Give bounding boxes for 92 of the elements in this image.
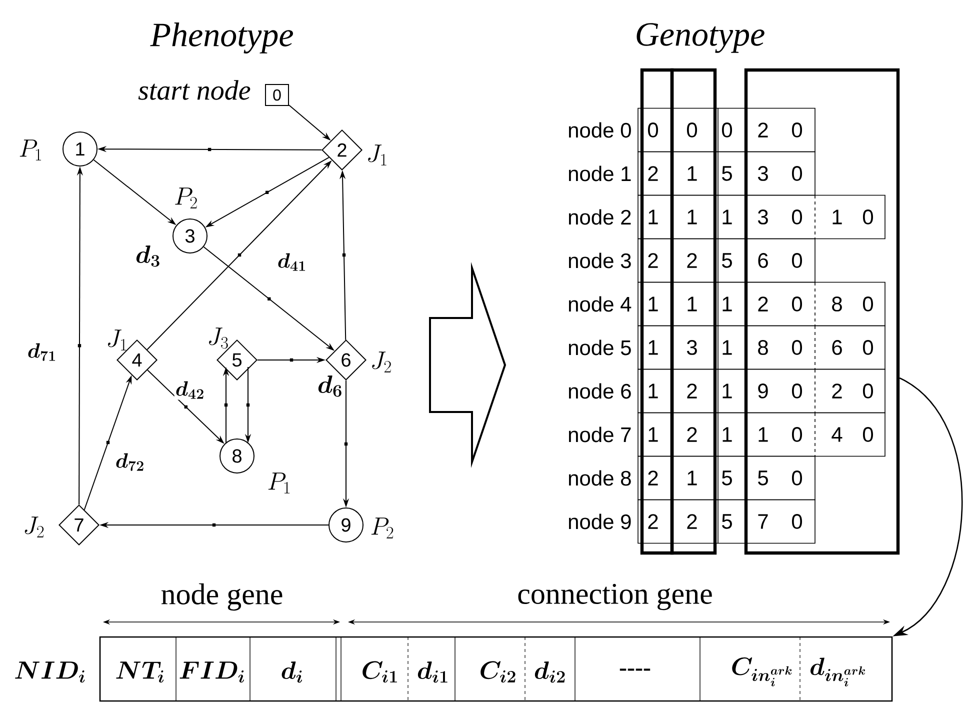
row-label: node 7 <box>568 426 631 442</box>
node-label: $P_2$ <box>175 188 197 208</box>
table-value: 2 <box>648 470 658 486</box>
table-value: 2 <box>832 384 842 398</box>
node-label: $\bm{FID_i}$ <box>180 662 244 683</box>
table-value: 2 <box>687 427 697 442</box>
table-value: 0 <box>792 122 802 138</box>
node-label: ---- <box>620 668 650 671</box>
table-value: 0 <box>792 470 802 486</box>
table-value: 1 <box>758 427 768 442</box>
node-label: $\bm{C_{i2}}$ <box>480 661 516 683</box>
table-value: 8 <box>758 340 768 355</box>
edge-label: $\bm{d_{42}}$ <box>174 380 206 400</box>
row-label: node 8 <box>568 470 631 486</box>
table-value: 1 <box>688 210 697 224</box>
table-value: 1 <box>648 340 658 355</box>
heading: Phenotype <box>150 22 294 54</box>
table-value: 0 <box>862 210 874 224</box>
column-frame <box>744 68 900 555</box>
node-label: $J_2$ <box>372 352 391 372</box>
table-value: 1 <box>648 296 658 312</box>
table-value: 1 <box>648 384 658 398</box>
table-value: 0 <box>792 166 802 181</box>
table-value: 1 <box>648 427 658 442</box>
table-value: 1 <box>648 210 658 224</box>
table-value: 2 <box>687 384 697 398</box>
node-label: $\bm{d_{i2}}$ <box>534 662 565 683</box>
node-label: $P_1$ <box>268 472 290 494</box>
table-value: 0 <box>792 253 802 268</box>
node-label: $J_1$ <box>368 144 386 166</box>
table-value: 4 <box>832 427 842 442</box>
table-value: 0 <box>862 427 874 442</box>
table-value: 1 <box>688 296 697 312</box>
table-value: 8 <box>832 296 842 312</box>
row-label: node 9 <box>568 514 631 530</box>
node-label: $J_2$ <box>24 516 44 538</box>
table-value: 0 <box>792 384 802 398</box>
start-node-box: 0 <box>265 84 289 106</box>
node-label: $J_1$ <box>108 330 126 350</box>
table-value: 2 <box>758 122 768 138</box>
edge-label: $\bm{d_{71}}$ <box>26 342 58 362</box>
table-value: 0 <box>792 210 802 224</box>
row-label: node 0 <box>568 122 631 138</box>
table-value: 6 <box>832 340 842 355</box>
table-value: 2 <box>648 166 658 181</box>
row-label: node 2 <box>568 209 631 225</box>
table-value: 3 <box>686 340 697 355</box>
row-label: node 6 <box>568 383 631 399</box>
table-value: 0 <box>862 296 874 312</box>
node-label: start node <box>138 80 250 100</box>
table-value: 0 <box>686 122 698 138</box>
node-label: $\bm{d_3}$ <box>136 246 160 267</box>
table-value: 6 <box>758 253 768 268</box>
table-value: 1 <box>688 470 697 486</box>
table-value: 3 <box>758 210 768 224</box>
table-value: 1 <box>832 210 842 224</box>
table-value: 3 <box>758 166 768 181</box>
table-value: 9 <box>758 384 768 398</box>
row-label: node 3 <box>568 252 631 268</box>
table-value: 0 <box>648 122 658 138</box>
table-value: 0 <box>792 296 802 312</box>
table-value: 7 <box>758 514 768 529</box>
node-label: $\bm{NID_i}$ <box>15 662 85 683</box>
table-value: 2 <box>687 514 697 529</box>
table-value: 0 <box>792 514 802 529</box>
table-value: 1 <box>688 166 697 181</box>
node-label: $\bm{d_{in_i^{ark}}}$ <box>810 658 865 686</box>
table-value: 0 <box>862 384 874 398</box>
dimension-label: connection gene <box>518 584 712 610</box>
node-label: $P_2$ <box>371 518 394 538</box>
table-value: 5 <box>758 470 768 486</box>
heading: Genotype <box>636 23 764 53</box>
row-label: node 5 <box>568 340 631 356</box>
table-value: 2 <box>648 514 658 529</box>
gene-record-table: $\bm{NT_i}$ $\bm{FID_i}$ $\bm{d_i}$ $\bm{C_{i1}}$ $\bm{d_{i1}}$ $\bm{C_{i2}}$ $\bm{d_{i2}}$ ---- $\bm{C_{in_i^{ark}}}$ $\bm{d_{in_i^{ark}}}$ <box>99 636 893 702</box>
table-value: 0 <box>792 340 802 355</box>
node-label: $\bm{NT_i}$ <box>116 662 164 683</box>
edge-label: $\bm{d_{41}}$ <box>276 252 308 272</box>
row-label: node 4 <box>568 296 632 312</box>
node-label: $P_1$ <box>20 140 42 160</box>
dimension-label: node gene <box>161 583 282 611</box>
table-value: 2 <box>687 253 697 268</box>
table-value: 0 <box>862 340 874 355</box>
table-value: 0 <box>792 427 802 442</box>
edge-label: $\bm{d_{72}}$ <box>114 452 146 472</box>
node-label: $\bm{C_{in_i^{ark}}}$ <box>732 657 792 686</box>
node-label: $\bm{d_i}$ <box>282 662 302 683</box>
row-label: node 1 <box>568 166 631 182</box>
table-value: 2 <box>648 253 658 268</box>
table-value: 2 <box>758 296 768 312</box>
node-label: $\bm{d_{i1}}$ <box>418 662 448 683</box>
node-label: $\bm{C_{i1}}$ <box>362 661 397 683</box>
